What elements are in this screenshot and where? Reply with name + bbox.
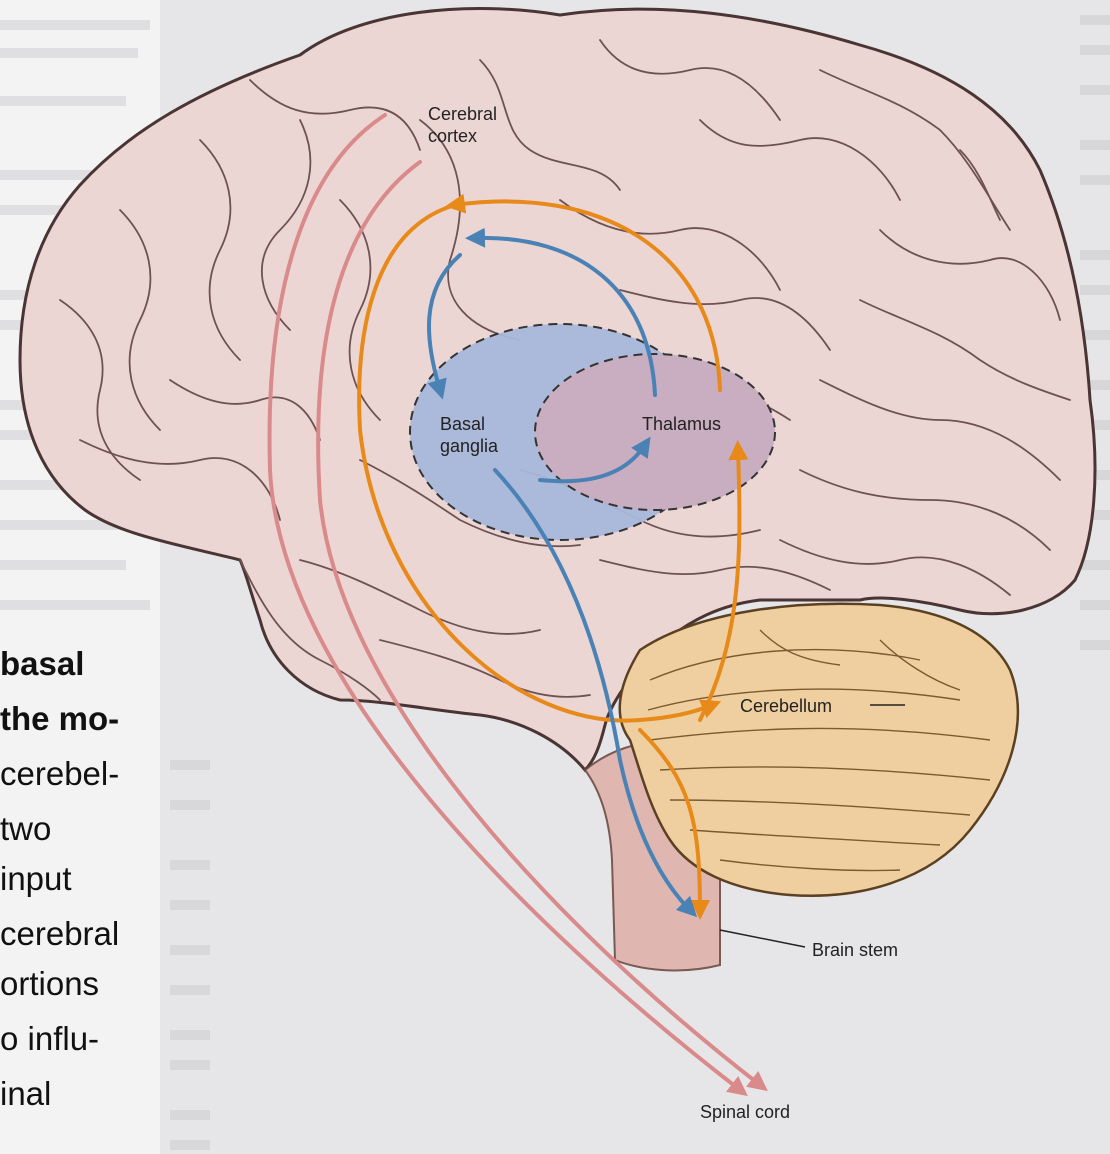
brain-stem-label: Brain stem: [812, 940, 898, 960]
background-text-line: [1080, 640, 1110, 650]
background-text-line: [0, 600, 150, 610]
caption-line-1: basal: [0, 645, 84, 682]
caption-line-6: cerebral: [0, 915, 119, 952]
cerebral-cortex-label-line-1: Cerebral: [428, 104, 497, 124]
background-text-line: [170, 1140, 210, 1150]
background-text-line: [1080, 175, 1110, 185]
caption-line-5: input: [0, 860, 72, 897]
caption-line-7: ortions: [0, 965, 99, 1002]
background-text-line: [170, 800, 210, 810]
cerebellum-label: Cerebellum: [740, 696, 832, 716]
caption-line-4: two: [0, 810, 51, 847]
background-text-line: [1080, 285, 1110, 295]
caption-line-8: o influ-: [0, 1020, 99, 1057]
caption-line-9: inal: [0, 1075, 51, 1112]
background-text-line: [1080, 560, 1110, 570]
background-text-line: [0, 20, 150, 30]
background-text-line: [170, 1060, 210, 1070]
background-text-line: [1080, 250, 1110, 260]
spinal-cord-label: Spinal cord: [700, 1102, 790, 1122]
caption-line-3: cerebel-: [0, 755, 119, 792]
thalamus-label: Thalamus: [642, 414, 721, 434]
background-text-line: [0, 96, 126, 106]
background-text-line: [170, 1030, 210, 1040]
background-text-line: [1080, 45, 1110, 55]
basal-ganglia-label-line-2: ganglia: [440, 436, 499, 456]
background-text-line: [1080, 140, 1110, 150]
background-text-line: [170, 760, 210, 770]
basal-ganglia-label-line-1: Basal: [440, 414, 485, 434]
background-text-line: [0, 48, 138, 58]
background-text-line: [1080, 600, 1110, 610]
cerebral-cortex-label-line-2: cortex: [428, 126, 477, 146]
background-text-line: [0, 560, 126, 570]
background-text-line: [170, 985, 210, 995]
background-text-line: [170, 945, 210, 955]
background-text-line: [170, 900, 210, 910]
background-text-line: [1080, 85, 1110, 95]
background-text-line: [1080, 15, 1110, 25]
caption-line-2: the mo-: [0, 700, 119, 737]
background-text-line: [170, 1110, 210, 1120]
background-text-line: [170, 860, 210, 870]
